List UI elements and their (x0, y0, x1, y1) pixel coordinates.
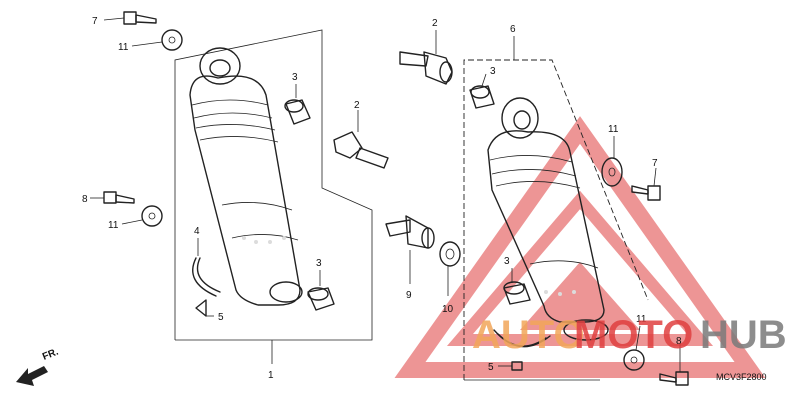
bushing-3-right-upper (469, 73, 495, 109)
bushing-3-left-lower (307, 270, 335, 311)
bolt-7-right (631, 167, 661, 201)
washer-11-top (131, 29, 183, 51)
callout-3: 3 (490, 66, 496, 77)
callout-1: 1 (268, 370, 274, 381)
stud-2-left (333, 110, 389, 169)
callout-7: 7 (92, 16, 98, 27)
left-shock-absorber (189, 47, 303, 306)
bolt-8-bottom (659, 344, 689, 386)
bolt-7-top-left (103, 11, 157, 25)
watermark-auto: AUTO (472, 313, 585, 357)
callout-3: 3 (316, 258, 322, 269)
stud-9 (385, 215, 435, 284)
clip-4-right (493, 329, 551, 348)
washer-11-bottom (623, 325, 645, 371)
callout-9: 9 (406, 290, 412, 301)
callout-3: 3 (504, 256, 510, 267)
clip-4 (192, 238, 221, 297)
callout-5: 5 (488, 362, 494, 373)
callout-10: 10 (442, 304, 454, 315)
watermark-hub: HUB (700, 313, 787, 357)
washer-11-right-upper (601, 136, 623, 187)
callout-11: 11 (608, 124, 619, 135)
stud-2-top (399, 30, 453, 85)
bushing-3-right-lower (503, 268, 531, 305)
callout-labels: 7 11 3 2 8 11 4 5 3 1 2 9 10 6 3 3 11 7 … (82, 16, 682, 381)
watermark-text: AUTO MOTO HUB (472, 313, 787, 357)
bolt-8-left (90, 191, 135, 204)
right-shock-absorber (487, 97, 609, 341)
callout-2: 2 (354, 100, 360, 111)
washer-10 (439, 241, 461, 296)
callout-2: 2 (432, 18, 438, 29)
front-direction-marker: FR. (16, 346, 60, 386)
watermark-moto: MOTO (574, 313, 693, 357)
callout-5: 5 (218, 312, 224, 323)
piece-5-left (195, 299, 214, 317)
diagram-code: MCV3F2800 (716, 372, 767, 382)
callout-8: 8 (82, 194, 88, 205)
callout-8: 8 (676, 336, 682, 347)
callout-11: 11 (108, 220, 119, 231)
piece-5-right (498, 361, 523, 371)
callout-6: 6 (510, 24, 516, 35)
callout-4: 4 (194, 226, 200, 237)
left-assembly-frame (174, 29, 373, 341)
callout-3: 3 (292, 72, 298, 83)
callout-7: 7 (652, 158, 658, 169)
right-assembly-frame (463, 59, 649, 381)
callout-11: 11 (118, 42, 129, 53)
bushing-3-left-upper (284, 84, 311, 125)
washer-11-left (121, 205, 163, 227)
callout-11: 11 (636, 314, 647, 325)
front-marker-label: FR. (41, 346, 60, 362)
